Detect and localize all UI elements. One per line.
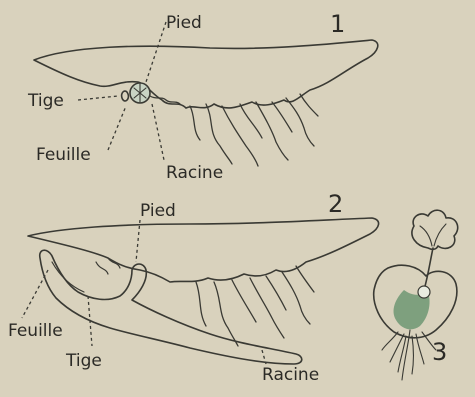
fig1-label-racine: Racine bbox=[166, 163, 223, 183]
fig3-number: 3 bbox=[432, 338, 447, 366]
fig2-label-tige: Tige bbox=[65, 351, 102, 371]
fig2-label-feuille: Feuille bbox=[8, 321, 63, 341]
fig3-embryo-spot bbox=[418, 286, 430, 298]
fig2-label-racine: Racine bbox=[262, 365, 319, 385]
fig1-label-tige: Tige bbox=[27, 91, 64, 111]
fig1-number: 1 bbox=[330, 10, 345, 38]
fig1-label-pied: Pied bbox=[166, 13, 202, 33]
fig1-label-feuille: Feuille bbox=[36, 145, 91, 165]
fig2-label-pied: Pied bbox=[140, 201, 176, 221]
fig2-number: 2 bbox=[328, 190, 343, 218]
